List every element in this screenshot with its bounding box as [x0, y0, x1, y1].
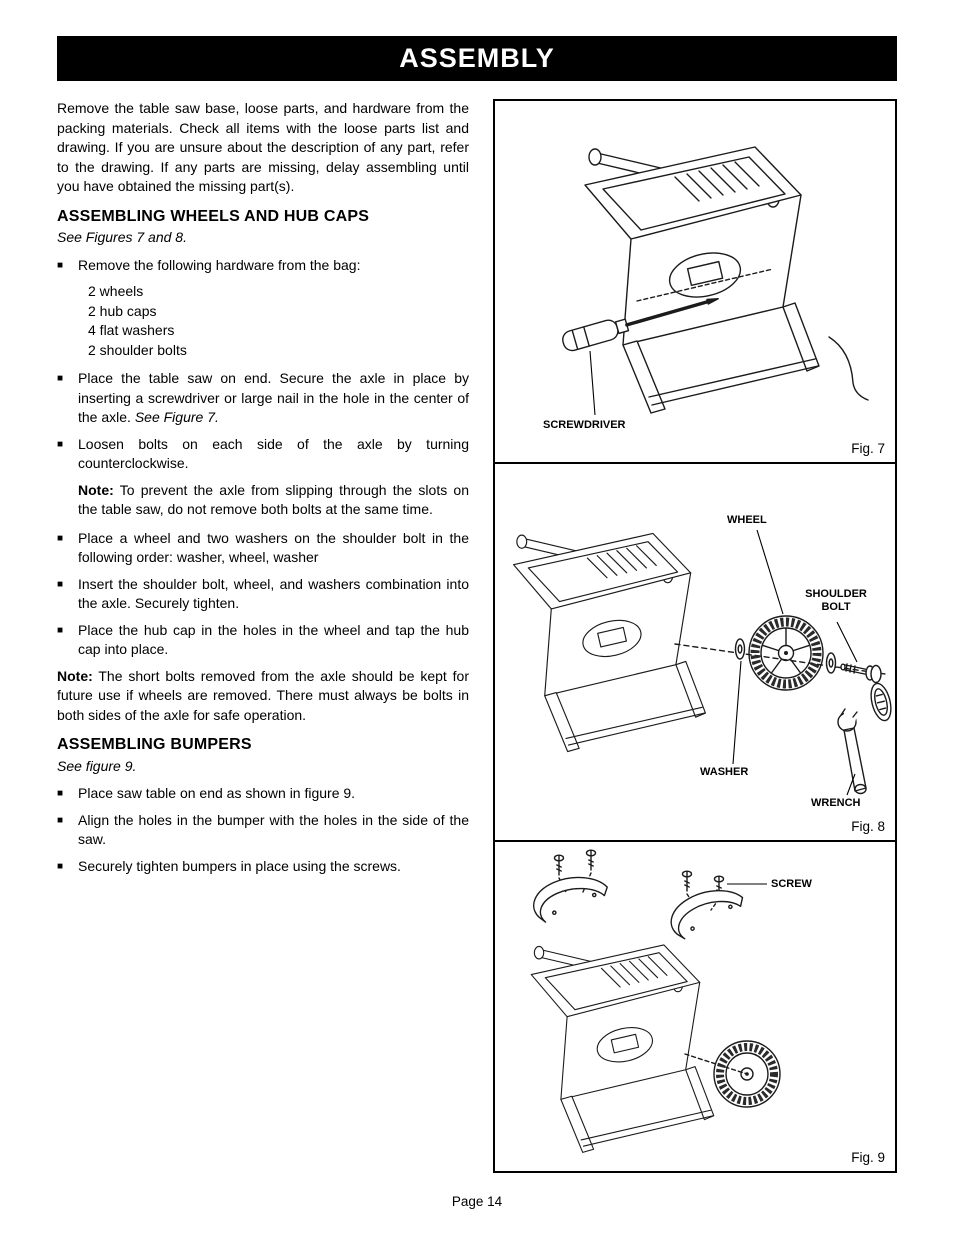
see-figure-9: See figure 9.: [57, 757, 137, 774]
bullet-square-icon: ■: [57, 532, 64, 544]
note-axle-slipping: Note: To prevent the axle from slipping …: [78, 481, 469, 520]
bullet-square-icon: ■: [57, 860, 64, 872]
bullet-text: Securely tighten bumpers in place using …: [78, 857, 401, 874]
bullet-text: Place a wheel and two washers on the sho…: [78, 529, 469, 566]
label-wheel: WHEEL: [727, 514, 767, 526]
page-title: ASSEMBLY: [399, 43, 555, 73]
figure-9-caption: Fig. 9: [851, 1150, 885, 1165]
bullet-place-saw: ■ Place the table saw on end. Secure the…: [57, 369, 469, 428]
hardware-list-item: 2 shoulder bolts: [88, 341, 187, 358]
bumper-drawing: [670, 889, 744, 940]
note-label: Note:: [78, 481, 114, 498]
wheel-drawing: [748, 615, 824, 691]
bullet-place-table: ■ Place saw table on end as shown in fig…: [57, 784, 469, 804]
note-label: Note:: [57, 667, 93, 684]
text-column: Remove the table saw base, loose parts, …: [57, 99, 469, 1173]
bullet-square-icon: ■: [57, 259, 64, 271]
page-number: Page 14: [451, 1194, 503, 1209]
bullet-loosen-bolts: ■ Loosen bolts on each side of the axle …: [57, 435, 469, 474]
section-header-bar: ASSEMBLY: [57, 36, 897, 81]
note-short-bolts: Note: The short bolts removed from the a…: [57, 667, 469, 726]
note-text: To prevent the axle from slipping throug…: [78, 481, 469, 518]
label-screwdriver: SCREWDRIVER: [543, 419, 626, 431]
bullet-text: Loosen bolts on each side of the axle by…: [78, 435, 469, 472]
bullet-square-icon: ■: [57, 578, 64, 590]
nail-rod-drawing: [828, 336, 869, 401]
bullet-square-icon: ■: [57, 438, 64, 450]
attached-wheel-drawing: [684, 1040, 781, 1108]
bullet-tighten-bumpers: ■ Securely tighten bumpers in place usin…: [57, 857, 469, 877]
figure-8: WHEEL SHOULDER BOLT WASHER WRENCH Fig. 8: [493, 462, 897, 842]
bullet-square-icon: ■: [57, 788, 64, 799]
hardware-list: 2 wheels 2 hub caps 4 flat washers 2 sho…: [88, 282, 469, 360]
label-shoulder-bolt: SHOULDER BOLT: [805, 588, 867, 613]
page-content: Remove the table saw base, loose parts, …: [57, 99, 897, 1173]
wrench-drawing: [837, 706, 867, 795]
bullet-text: Insert the shoulder bolt, wheel, and was…: [78, 575, 469, 612]
bullet-insert-shoulder-bolt: ■ Insert the shoulder bolt, wheel, and w…: [57, 575, 469, 614]
bullet-hub-cap: ■ Place the hub cap in the holes in the …: [57, 621, 469, 660]
bullet-text: Align the holes in the bumper with the h…: [78, 811, 469, 848]
figure-7: SCREWDRIVER Fig. 7: [493, 99, 897, 464]
label-wrench: WRENCH: [811, 797, 861, 809]
bullet-align-holes: ■ Align the holes in the bumper with the…: [57, 811, 469, 850]
washer-drawing: [734, 638, 746, 660]
shoulder-bolt-drawing: [840, 663, 882, 684]
intro-paragraph: Remove the table saw base, loose parts, …: [57, 100, 469, 194]
bullet-square-icon: ■: [57, 373, 64, 384]
screwdriver-drawing: [562, 298, 719, 352]
see-figure-7-inline: See Figure 7.: [134, 409, 219, 425]
hardware-list-item: 2 hub caps: [88, 302, 157, 319]
bullet-remove-hardware: ■ Remove the following hardware from the…: [57, 256, 469, 276]
figure-column: SCREWDRIVER Fig. 7: [493, 99, 897, 1173]
bullet-text: Place saw table on end as shown in figur…: [78, 785, 356, 801]
bullet-text: Place the table saw on end. Secure the a…: [78, 369, 469, 428]
note-text: The short bolts removed from the axle sh…: [57, 667, 469, 723]
hardware-list-item: 2 wheels: [88, 283, 144, 299]
heading-bumpers: ASSEMBLING BUMPERS: [57, 736, 252, 753]
figure-7-caption: Fig. 7: [851, 441, 885, 456]
bullet-text-main: Place the table saw on end. Secure the a…: [78, 370, 469, 425]
heading-wheels-hubcaps: ASSEMBLING WHEELS AND HUB CAPS: [57, 207, 370, 225]
see-figures-7-8: See Figures 7 and 8.: [57, 229, 187, 245]
bullet-text: Remove the following hardware from the b…: [78, 256, 361, 273]
figure-9: SCREW Fig. 9: [493, 840, 897, 1173]
fig8-wheel-assembly-illustration: [512, 529, 892, 796]
label-washer: WASHER: [700, 766, 749, 778]
label-screw: SCREW: [771, 878, 812, 890]
washer-drawing: [825, 652, 837, 674]
fig7-table-saw-illustration: [562, 146, 869, 416]
bullet-square-icon: ■: [57, 624, 64, 636]
figure-8-caption: Fig. 8: [851, 819, 885, 834]
bumper-drawing: [533, 876, 608, 923]
fig9-bumper-assembly-illustration: [530, 849, 781, 1153]
bullet-square-icon: ■: [57, 814, 64, 826]
hub-cap-drawing: [870, 682, 892, 722]
bullet-text: Place the hub cap in the holes in the wh…: [78, 621, 469, 658]
bullet-wheel-washers: ■ Place a wheel and two washers on the s…: [57, 529, 469, 568]
hardware-list-item: 4 flat washers: [88, 322, 175, 338]
